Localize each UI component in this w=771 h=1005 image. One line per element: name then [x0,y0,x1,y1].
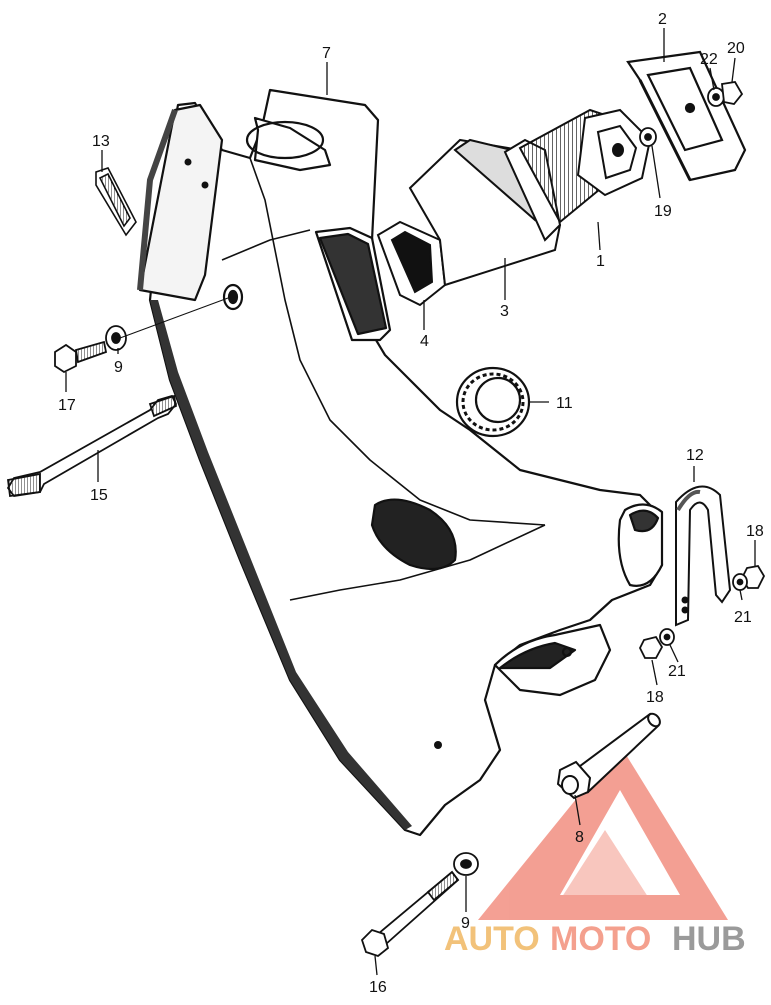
part-9-washer-upper [105,325,127,351]
callout-9-lower: 9 [461,915,470,932]
callout-15: 15 [90,487,108,504]
part-18-nut-lower [638,635,664,659]
callout-19: 19 [654,203,672,220]
callout-17: 17 [58,397,76,414]
callout-labels: 7 2 22 20 13 19 1 3 4 9 17 11 15 12 18 2… [58,11,764,996]
callout-12: 12 [686,447,704,464]
watermark-hub: HUB [672,920,746,958]
watermark-text: AUTO MOTO HUB [444,920,746,958]
callout-16: 16 [369,979,387,996]
part-12-bracket [675,485,732,627]
callout-21-upper: 21 [734,609,752,626]
small-fasteners-top [639,81,744,147]
part-1-filter [518,108,652,224]
part-13-badge [95,167,137,237]
watermark-moto: MOTO [550,920,651,958]
callout-1: 1 [596,253,605,270]
callout-13: 13 [92,133,110,150]
callout-21-lower: 21 [668,663,686,680]
callout-18-lower: 18 [646,689,664,706]
callout-8: 8 [575,829,584,846]
callout-9-upper: 9 [114,359,123,376]
watermark-auto: AUTO [444,920,540,958]
callout-20: 20 [727,40,745,57]
part-9-washer-lower [453,852,479,876]
part-3-duct [408,138,562,287]
callout-18-upper: 18 [746,523,764,540]
part-8-pin [556,712,661,800]
watermark-logo [478,745,728,920]
part-11-grommet [455,366,531,438]
part-2-cover [626,50,747,182]
part-16-bolt [360,870,460,958]
small-fasteners-right [638,565,766,659]
frame-body [137,88,664,837]
leader-lines [65,28,756,976]
part-17-bolt [54,340,108,374]
callout-4: 4 [420,333,429,350]
callout-3: 3 [500,303,509,320]
callout-7: 7 [322,45,331,62]
part-4-connector [376,220,447,307]
callout-11: 11 [556,395,573,412]
part-15-stud [6,394,178,498]
callout-2: 2 [658,11,667,28]
part-20-nut [721,81,744,105]
callout-22: 22 [700,51,718,68]
